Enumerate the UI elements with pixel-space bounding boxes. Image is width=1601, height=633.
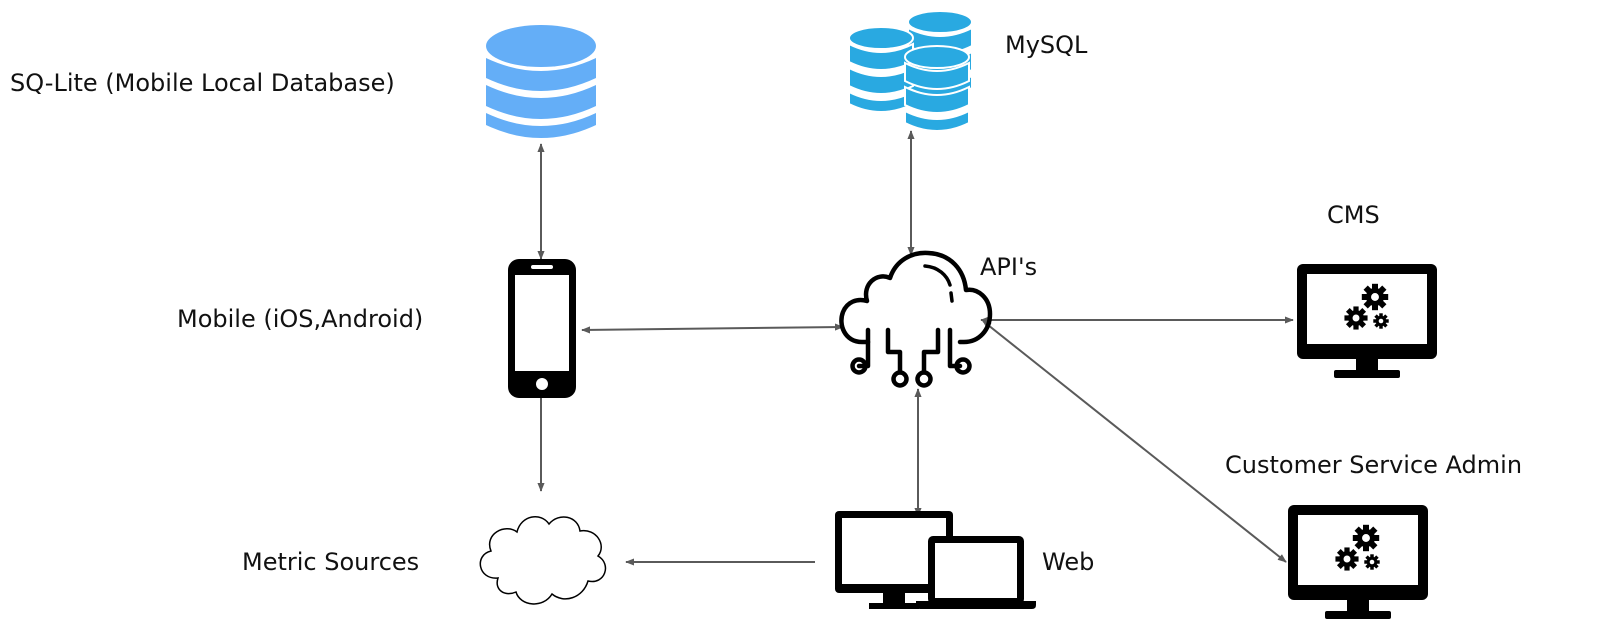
- database-stack-icon: [848, 10, 973, 132]
- desktop-laptop-icon: [835, 511, 1036, 609]
- smartphone-icon: [508, 259, 576, 398]
- label-apis: API's: [980, 253, 1038, 281]
- cloud-network-icon: [839, 250, 993, 388]
- connector-apis-customer-service: [982, 320, 1287, 563]
- monitor-gears-icon: [1288, 505, 1428, 619]
- label-mobile: Mobile (iOS,Android): [177, 305, 424, 333]
- label-metric-sources: Metric Sources: [242, 548, 420, 576]
- label-web: Web: [1042, 548, 1095, 576]
- cloud-outline-icon: [479, 516, 607, 605]
- database-icon: [486, 25, 596, 138]
- label-mysql: MySQL: [1005, 31, 1088, 59]
- label-customer-service-admin: Customer Service Admin: [1225, 451, 1523, 479]
- label-sqlite: SQ-Lite (Mobile Local Database): [10, 69, 395, 97]
- label-cms: CMS: [1327, 201, 1380, 229]
- connector-mobile-apis: [581, 323, 844, 334]
- monitor-gears-icon: [1297, 264, 1437, 378]
